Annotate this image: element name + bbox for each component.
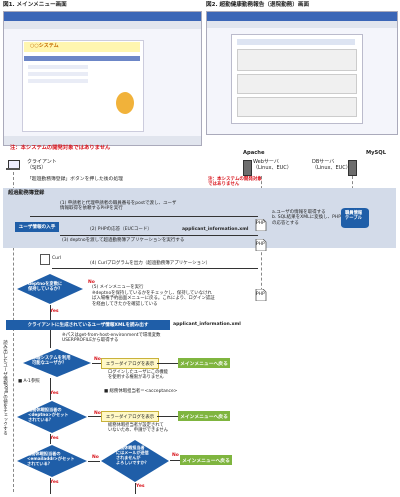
back-to-menu-button-3[interactable]: メインメニューへ戻る — [180, 455, 232, 465]
step2-file: applicant_information.xml — [182, 227, 249, 232]
yes-label-3: Yes — [50, 436, 59, 441]
read-xml-box: クライアントに生成されているユーザ情報XMLを読み出す — [6, 320, 170, 330]
no-label-4: No — [92, 455, 99, 460]
php-label-1: PHP — [256, 221, 265, 226]
web-server-label: Webサーバ （Linux、EUC） — [253, 159, 292, 171]
php-note: a.ユーザの情報を取得する b. SQL結果をXMLに変換し、PHP の応答とす… — [272, 210, 341, 226]
flow-line-6 — [88, 416, 101, 417]
yes-label-4: Yes — [50, 480, 59, 485]
click-text: 「超過勤務簿登録」ボタンを押した後の処理 — [27, 177, 123, 182]
decision-deptno-set — [17, 401, 87, 433]
flow-line-8 — [50, 434, 51, 444]
db-table-icon — [341, 208, 369, 228]
flow-line-1 — [50, 305, 51, 320]
flow-line-9 — [88, 461, 100, 462]
decision-no-mail-ok — [101, 440, 169, 482]
step1-arrow — [30, 216, 258, 217]
yes-label-2: Yes — [50, 391, 59, 396]
php-label-2: PHP — [256, 242, 265, 247]
mysql-label: MySQL — [366, 150, 386, 156]
error1-note: ログインしたユーザにこの機能 を使用する権限がありません — [108, 370, 168, 381]
db-server-label: DBサーバ （Linux、EUC） — [312, 159, 351, 171]
apache-label: Apache — [243, 150, 265, 156]
curl-label: Curl — [52, 256, 62, 261]
flow-line-5 — [50, 378, 51, 400]
php-file-icon-3 — [255, 286, 267, 302]
step3-text: (3) deptnoを渡して超過勤務簿アプリケーションを実行する — [62, 238, 185, 243]
no-label-5: No — [172, 453, 179, 458]
decision-user-available — [23, 349, 91, 377]
yes-label-1: Yes — [50, 309, 59, 314]
error2-note: 総務休暇担当者が設定されて いないため、申請ができません — [108, 423, 169, 434]
decision1-text: deptnoを変数に 保持しているか？ — [28, 282, 63, 293]
php-file-icon — [255, 216, 267, 232]
fig2-title: 図2. 超勤健康勤務報告（退院勤務）画面 — [206, 2, 310, 8]
decision3-text: 総務休暇担当者の <deptno>がセット されている？ — [28, 407, 69, 423]
curl-file-icon — [40, 254, 50, 265]
a1-ref: ■ A-1参照 — [18, 379, 40, 384]
no-label-1: No — [88, 280, 95, 285]
flow-line-10 — [170, 460, 180, 461]
step2-arrow — [60, 235, 258, 236]
step1-text: (1) 申請者と代理申請者の職員番号をpostで渡し、ユーザ 情報取得を依頼する… — [60, 201, 177, 212]
fig1-app-title: ○○システム — [30, 43, 59, 49]
decision2-text: 休暇システムを利用 可能なユーザか？ — [32, 356, 71, 367]
acceptance-note: ■ 総務休暇担当者＝<acceptance> — [104, 389, 178, 394]
step5-text: (5) メインメニューを実行 ※deptnoを保持しているかをチェックし、保持し… — [92, 285, 215, 307]
step4-arrow — [52, 268, 258, 269]
error-dialog-1: エラーダイアログを表示 — [101, 358, 159, 369]
fig1-screenshot: ○○システム — [3, 11, 202, 146]
step2-text: (2) PHPの応答（EUCコード） — [90, 227, 152, 232]
flow-line-4 — [157, 363, 178, 364]
php-label-3: PHP — [256, 292, 265, 297]
decision-deptno — [17, 274, 83, 304]
decision4-text: 総務休暇担当者の <emailaddr>がセット されている？ — [27, 451, 75, 467]
error-dialog-2: エラーダイアログを表示 — [101, 411, 159, 422]
db-server-icon — [348, 160, 357, 176]
side-check-text: 読み出したユーザ情報XMLの値をチェックする — [2, 340, 8, 435]
no-label-3: No — [94, 411, 101, 416]
yes-label-5: Yes — [136, 484, 145, 489]
fig1-note: 注：本システムの開発対象ではありません — [10, 145, 111, 151]
decision5-text: 総務休暇担当者 にはメールが送信 されませんが よろしいですか？ — [116, 445, 149, 465]
back-to-menu-button-2[interactable]: メインメニューへ戻る — [178, 411, 230, 421]
flow-line-11 — [50, 478, 51, 494]
decision-emailaddr-set — [17, 445, 87, 477]
dev-note: 注：本システムの開発対象 ではありません — [208, 177, 262, 188]
client-pc-base — [6, 168, 20, 170]
no-label-2: No — [94, 357, 101, 362]
fig2-screenshot — [206, 11, 398, 135]
client-lifeline — [13, 172, 14, 492]
web-server-icon — [243, 160, 252, 176]
step4-text: (4) Curlプログラムを出力（超過勤務簿アプリケーション） — [90, 261, 211, 266]
flow-line-3 — [92, 363, 101, 364]
registration-band — [3, 188, 396, 248]
flow-line-7 — [157, 416, 178, 417]
back-to-menu-button-1[interactable]: メインメニューへ戻る — [178, 358, 230, 368]
flow-line-12 — [135, 483, 136, 494]
php-file-icon-2 — [255, 236, 267, 252]
fig1-title: 図1. メインメニュー画面 — [3, 2, 67, 8]
flow-line-2 — [50, 330, 51, 348]
user-info-box: ユーザ情報の入手 — [15, 222, 59, 232]
db-table-label: 職員情報 テーブル — [345, 211, 363, 221]
path-note: ※パスはget-from-host-environmentで環境変数 USERP… — [62, 333, 161, 344]
client-label: クライアント （SJIS） — [27, 159, 57, 171]
read-xml-file: applicant_information.xml — [173, 322, 241, 327]
band-title: 超過勤務簿登録 — [8, 190, 45, 196]
